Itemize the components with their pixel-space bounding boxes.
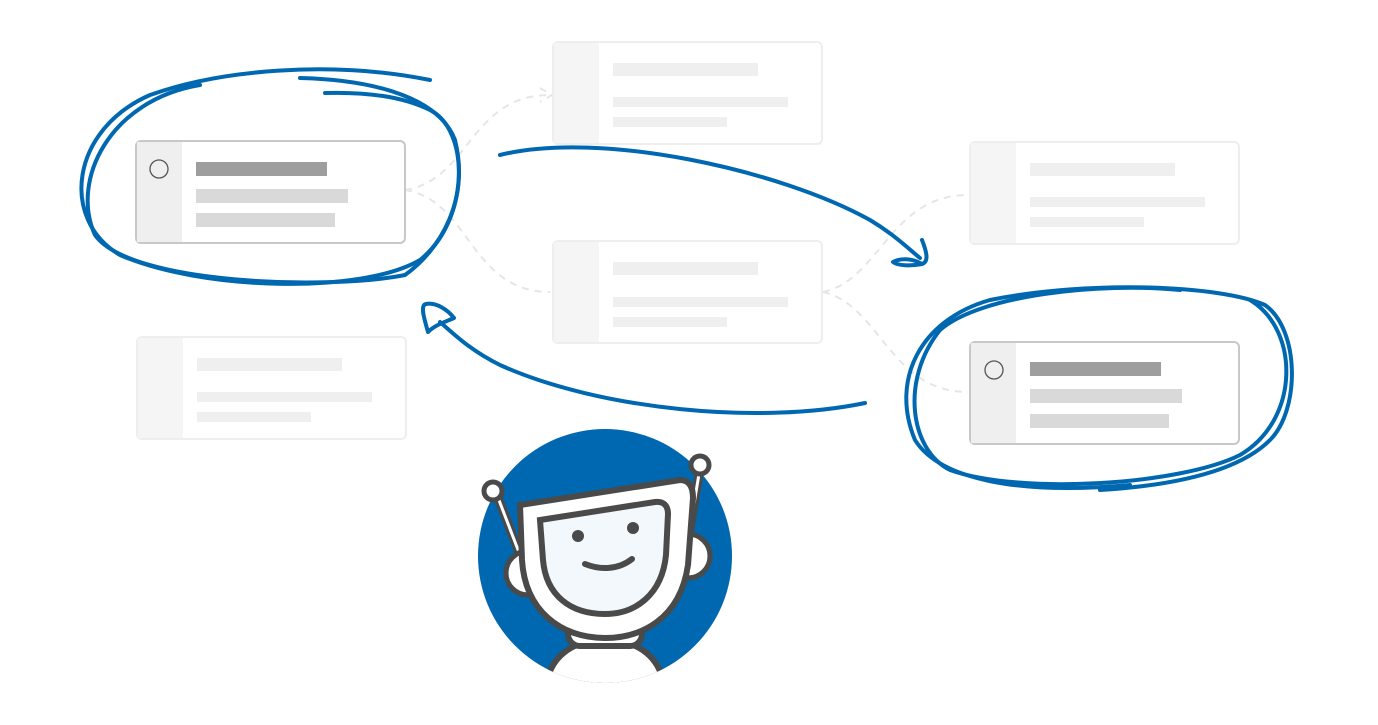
arrowhead — [420, 301, 456, 334]
arrow-line — [498, 145, 922, 260]
connector — [822, 291, 969, 393]
connector — [404, 189, 551, 293]
card-faded[interactable] — [969, 141, 1240, 245]
radio-circle-icon[interactable] — [984, 360, 1004, 380]
scribble-circle — [85, 76, 461, 285]
card-selected[interactable] — [135, 140, 406, 244]
radio-circle-icon[interactable] — [149, 159, 169, 179]
annotations — [79, 67, 1294, 492]
card-faded[interactable] — [552, 240, 823, 344]
card-faded[interactable] — [552, 41, 823, 145]
robot-avatar-icon — [478, 429, 732, 683]
connector — [822, 194, 969, 293]
card-faded[interactable] — [136, 336, 407, 440]
card-selected[interactable] — [969, 341, 1240, 445]
arrowhead — [891, 238, 929, 268]
arrow-line — [438, 320, 867, 415]
scribble-circle — [912, 285, 1289, 487]
